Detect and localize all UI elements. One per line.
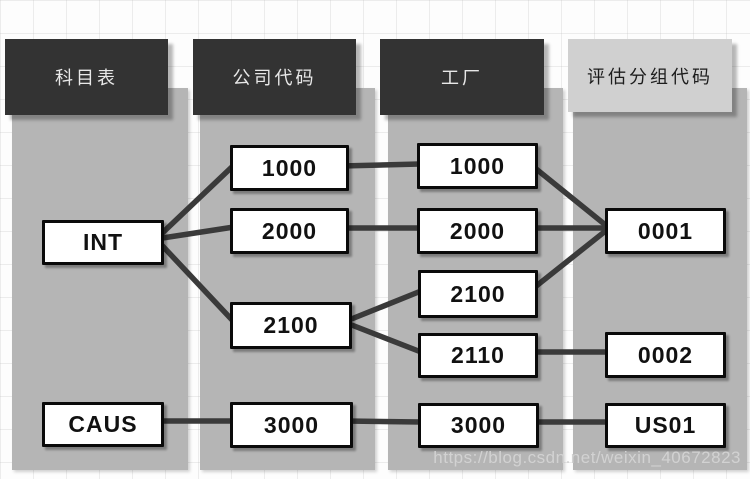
node-pl-1000: 1000 <box>417 143 538 189</box>
node-coa-caus: CAUS <box>42 402 164 447</box>
node-cc-1000: 1000 <box>230 145 349 191</box>
edge-int-cc1000 <box>153 162 237 242</box>
node-vg-0001: 0001 <box>605 208 726 254</box>
edge-cc3000-pl3000 <box>342 418 424 425</box>
edge-cc2100-pl2110 <box>341 319 424 355</box>
node-cc-2100: 2100 <box>230 302 352 349</box>
csdn-watermark: https://blog.csdn.net/weixin_40672823 <box>433 448 741 467</box>
column-header-company-code: 公司代码 <box>193 39 356 115</box>
edge-int-cc2000 <box>153 224 237 242</box>
node-cc-2000: 2000 <box>230 208 349 254</box>
edge-pl2100-vg0001 <box>527 226 611 294</box>
node-pl-2110: 2110 <box>418 333 538 378</box>
node-vg-us01: US01 <box>605 403 726 448</box>
column-header-plant: 工厂 <box>380 39 544 115</box>
column-header-valuation-grouping-code: 评估分组代码 <box>568 39 732 112</box>
node-coa-int: INT <box>42 220 164 265</box>
column-header-chart-of-accounts: 科目表 <box>5 39 168 115</box>
edge-cc2100-pl2100 <box>341 288 424 325</box>
node-pl-3000: 3000 <box>418 403 539 448</box>
node-cc-3000: 3000 <box>230 402 353 448</box>
node-vg-0002: 0002 <box>605 332 726 378</box>
edge-int-cc2100 <box>153 236 237 325</box>
node-pl-2000: 2000 <box>417 208 538 254</box>
edge-cc1000-pl1000 <box>338 161 423 169</box>
node-pl-2100: 2100 <box>418 270 538 318</box>
edge-pl1000-vg0001 <box>527 161 611 230</box>
